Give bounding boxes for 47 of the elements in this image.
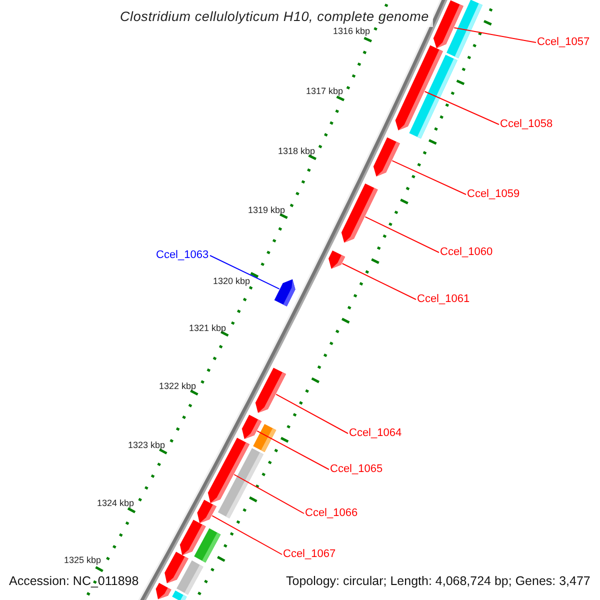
leader-line — [210, 255, 280, 290]
leader-line — [256, 430, 330, 470]
gene-label: Ccel_1060 — [440, 247, 493, 258]
gene-block — [172, 590, 187, 600]
scale-label: 1323 kbp — [128, 441, 166, 450]
gene-label: Ccel_1063 — [156, 250, 209, 261]
gene-label: Ccel_1065 — [330, 464, 383, 475]
gene-block — [373, 137, 400, 176]
gene-label: Ccel_1059 — [467, 189, 520, 200]
gene-block — [255, 368, 286, 413]
gene-block — [253, 424, 276, 452]
scale-label: 1319 kbp — [248, 206, 286, 215]
gene-label: Ccel_1061 — [417, 294, 470, 305]
gene-block — [218, 448, 264, 518]
leader-line — [276, 394, 348, 434]
leader-line — [424, 91, 500, 125]
gene-block — [328, 250, 346, 269]
leader-line — [342, 263, 416, 300]
leader-line — [212, 515, 282, 555]
scale-label: 1325 kbp — [64, 556, 102, 565]
gene-label: Ccel_1067 — [283, 549, 336, 560]
gene-label: Ccel_1066 — [305, 508, 358, 519]
gene-block — [176, 560, 204, 595]
gene-block — [197, 500, 216, 524]
accession-text: Accession: NC_011898 — [8, 574, 140, 588]
gene-block — [242, 414, 262, 439]
scale-label: 1324 kbp — [97, 499, 134, 508]
leader-line — [392, 160, 466, 195]
gene-label: Ccel_1064 — [349, 428, 402, 439]
leader-line — [234, 474, 304, 514]
gene-block — [341, 184, 378, 243]
scale-label: 1320 kbp — [213, 277, 250, 286]
gene-block — [156, 582, 172, 600]
gene-label: Ccel_1058 — [500, 119, 553, 130]
genome-info-text: Topology: circular; Length: 4,068,724 bp; Genes: 3,477 — [285, 574, 592, 588]
gene-block — [274, 279, 296, 306]
gene-block — [446, 0, 482, 58]
scale-label: 1318 kbp — [278, 147, 316, 156]
scale-label: 1316 kbp — [333, 27, 370, 36]
scale-label: 1321 kbp — [189, 324, 226, 333]
gene-label: Ccel_1057 — [537, 37, 590, 48]
leader-line — [364, 216, 440, 253]
gene-block — [409, 54, 458, 139]
gene-block — [194, 528, 221, 563]
scale-label: 1317 kbp — [306, 87, 344, 96]
scale-label: 1322 kbp — [159, 382, 196, 391]
leader-line — [454, 27, 536, 43]
